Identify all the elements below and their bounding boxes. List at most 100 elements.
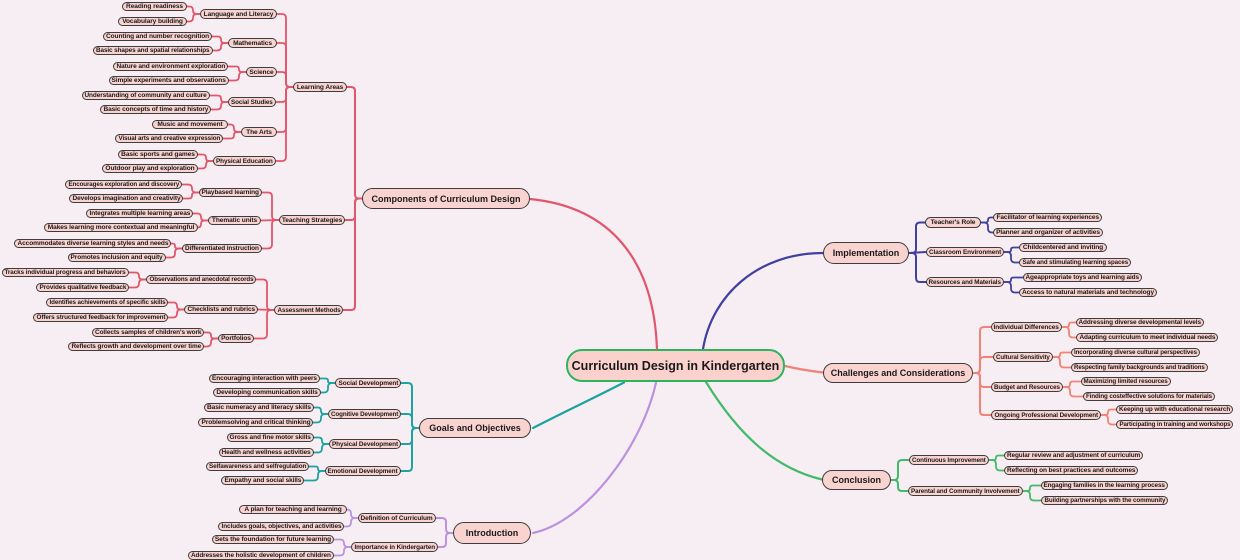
- node-finding-costeffective-solutions-for-materials[interactable]: Finding costeffective solutions for mate…: [1083, 392, 1215, 401]
- node-label: Cultural Sensitivity: [996, 353, 1050, 361]
- node-keeping-up-with-educational-research[interactable]: Keeping up with educational research: [1116, 405, 1233, 414]
- node-emotional-development[interactable]: Emotional Development: [325, 466, 401, 476]
- node-nature-and-environment-exploration[interactable]: Nature and environment exploration: [113, 62, 228, 71]
- node-challenges-and-considerations[interactable]: Challenges and Considerations: [823, 363, 973, 383]
- node-maximizing-limited-resources[interactable]: Maximizing limited resources: [1081, 377, 1171, 386]
- node-resources-and-materials[interactable]: Resources and Materials: [926, 277, 1004, 287]
- node-ongoing-professional-development[interactable]: Ongoing Professional Development: [991, 410, 1101, 420]
- node-childcentered-and-inviting[interactable]: Childcentered and inviting: [1019, 243, 1107, 252]
- node-budget-and-resources[interactable]: Budget and Resources: [991, 382, 1063, 392]
- node-provides-qualitative-feedback[interactable]: Provides qualitative feedback: [36, 283, 129, 292]
- node-reflects-growth-and-development-over-time[interactable]: Reflects growth and development over tim…: [68, 342, 204, 351]
- node-music-and-movement[interactable]: Music and movement: [152, 120, 228, 129]
- node-planner-and-organizer-of-activities[interactable]: Planner and organizer of activities: [993, 228, 1103, 237]
- node-accommodates-diverse-learning-styles-and-needs[interactable]: Accommodates diverse learning styles and…: [14, 239, 171, 248]
- node-regular-review-and-adjustment-of-curriculum[interactable]: Regular review and adjustment of curricu…: [1004, 451, 1143, 460]
- node-develops-imagination-and-creativity[interactable]: Develops imagination and creativity: [69, 194, 183, 203]
- node-cognitive-development[interactable]: Cognitive Development: [328, 409, 401, 419]
- connector: [313, 406, 329, 415]
- node-goals-and-objectives[interactable]: Goals and Objectives: [419, 418, 531, 438]
- node-playbased-learning[interactable]: Playbased learning: [199, 188, 262, 197]
- node-the-arts[interactable]: The Arts: [241, 127, 277, 137]
- node-individual-differences[interactable]: Individual Differences: [991, 322, 1062, 332]
- node-counting-and-number-recognition[interactable]: Counting and number recognition: [103, 32, 212, 41]
- node-building-partnerships-with-the-community[interactable]: Building partnerships with the community: [1041, 496, 1168, 505]
- node-safe-and-stimulating-learning-spaces[interactable]: Safe and stimulating learning spaces: [1019, 258, 1131, 267]
- node-incorporating-diverse-cultural-perspectives[interactable]: Incorporating diverse cultural perspecti…: [1071, 348, 1200, 357]
- node-basic-shapes-and-spatial-relationships[interactable]: Basic shapes and spatial relationships: [93, 46, 213, 55]
- node-social-studies[interactable]: Social Studies: [228, 97, 276, 107]
- node-basic-sports-and-games[interactable]: Basic sports and games: [118, 150, 198, 159]
- node-teacher-s-role[interactable]: Teacher's Role: [925, 217, 981, 228]
- node-label: A plan for teaching and learning: [244, 506, 342, 513]
- node-respecting-family-backgrounds-and-traditions[interactable]: Respecting family backgrounds and tradit…: [1071, 363, 1208, 372]
- node-implementation[interactable]: Implementation: [823, 242, 909, 264]
- node-simple-experiments-and-observations[interactable]: Simple experiments and observations: [109, 76, 229, 85]
- node-components-of-curriculum-design[interactable]: Components of Curriculum Design: [362, 188, 530, 209]
- node-basic-concepts-of-time-and-history[interactable]: Basic concepts of time and history: [100, 105, 211, 114]
- node-ageappropriate-toys-and-learning-aids[interactable]: Ageappropriate toys and learning aids: [1023, 273, 1142, 282]
- node-differentiated-instruction[interactable]: Differentiated instruction: [182, 244, 262, 253]
- node-sets-the-foundation-for-future-learning[interactable]: Sets the foundation for future learning: [212, 535, 334, 544]
- node-encourages-exploration-and-discovery[interactable]: Encourages exploration and discovery: [65, 180, 182, 189]
- node-access-to-natural-materials-and-technology[interactable]: Access to natural materials and technolo…: [1019, 288, 1157, 297]
- node-offers-structured-feedback-for-improvement[interactable]: Offers structured feedback for improveme…: [33, 313, 168, 322]
- node-makes-learning-more-contextual-and-meaningful[interactable]: Makes learning more contextual and meani…: [44, 223, 198, 232]
- node-checklists-and-rubrics[interactable]: Checklists and rubrics: [184, 305, 258, 314]
- node-introduction[interactable]: Introduction: [453, 522, 531, 544]
- node-health-and-wellness-activities[interactable]: Health and wellness activities: [219, 448, 314, 457]
- node-encouraging-interaction-with-peers[interactable]: Encouraging interaction with peers: [209, 374, 320, 383]
- node-adapting-curriculum-to-meet-individual-needs[interactable]: Adapting curriculum to meet individual n…: [1076, 333, 1218, 342]
- node-selfawareness-and-selfregulation[interactable]: Selfawareness and selfregulation: [206, 462, 309, 471]
- node-vocabulary-building[interactable]: Vocabulary building: [118, 17, 187, 26]
- node-thematic-units[interactable]: Thematic units: [208, 216, 261, 225]
- node-conclusion[interactable]: Conclusion: [822, 470, 891, 490]
- connector: [528, 197, 659, 351]
- node-integrates-multiple-learning-areas[interactable]: Integrates multiple learning areas: [86, 209, 193, 218]
- node-promotes-inclusion-and-equity[interactable]: Promotes inclusion and equity: [68, 253, 166, 262]
- node-problemsolving-and-critical-thinking[interactable]: Problemsolving and critical thinking: [198, 418, 313, 427]
- node-reading-readiness[interactable]: Reading readiness: [122, 2, 187, 11]
- node-label: Adapting curriculum to meet individual n…: [1079, 334, 1215, 341]
- node-learning-areas[interactable]: Learning Areas: [293, 82, 347, 92]
- node-outdoor-play-and-exploration[interactable]: Outdoor play and exploration: [102, 164, 198, 173]
- node-participating-in-training-and-workshops[interactable]: Participating in training and workshops: [1116, 420, 1233, 429]
- node-social-development[interactable]: Social Development: [335, 378, 401, 388]
- node-parental-and-community-involvement[interactable]: Parental and Community Involvement: [908, 486, 1023, 496]
- node-physical-development[interactable]: Physical Development: [329, 439, 401, 449]
- node-gross-and-fine-motor-skills[interactable]: Gross and fine motor skills: [227, 433, 314, 442]
- node-a-plan-for-teaching-and-learning[interactable]: A plan for teaching and learning: [239, 505, 347, 514]
- node-facilitator-of-learning-experiences[interactable]: Facilitator of learning experiences: [993, 213, 1102, 222]
- node-assessment-methods[interactable]: Assessment Methods: [274, 305, 343, 315]
- node-addressing-diverse-developmental-levels[interactable]: Addressing diverse developmental levels: [1076, 318, 1204, 327]
- node-portfolios[interactable]: Portfolios: [218, 334, 254, 343]
- node-observations-and-anecdotal-records[interactable]: Observations and anecdotal records: [146, 275, 256, 284]
- node-mathematics[interactable]: Mathematics: [228, 38, 277, 48]
- node-cultural-sensitivity[interactable]: Cultural Sensitivity: [993, 352, 1053, 362]
- node-continuous-improvement[interactable]: Continuous Improvement: [909, 455, 989, 465]
- node-engaging-families-in-the-learning-process[interactable]: Engaging families in the learning proces…: [1041, 481, 1168, 490]
- node-basic-numeracy-and-literacy-skills[interactable]: Basic numeracy and literacy skills: [204, 403, 314, 412]
- node-tracks-individual-progress-and-behaviors[interactable]: Tracks individual progress and behaviors: [2, 268, 129, 277]
- node-addresses-the-holistic-development-of-children[interactable]: Addresses the holistic development of ch…: [188, 551, 334, 560]
- node-importance-in-kindergarten[interactable]: Importance in Kindergarten: [351, 542, 438, 552]
- node-collects-samples-of-children-s-work[interactable]: Collects samples of children's work: [92, 328, 204, 337]
- node-language-and-literacy[interactable]: Language and Literacy: [200, 9, 277, 19]
- node-classroom-environment[interactable]: Classroom Environment: [926, 247, 1004, 257]
- node-reflecting-on-best-practices-and-outcomes[interactable]: Reflecting on best practices and outcome…: [1004, 466, 1138, 475]
- node-label: Teacher's Role: [930, 219, 976, 226]
- node-definition-of-curriculum[interactable]: Definition of Curriculum: [358, 513, 436, 523]
- node-empathy-and-social-skills[interactable]: Empathy and social skills: [221, 476, 304, 485]
- node-label: Counting and number recognition: [105, 33, 210, 40]
- node-teaching-strategies[interactable]: Teaching Strategies: [279, 215, 345, 225]
- node-developing-communication-skills[interactable]: Developing communication skills: [213, 388, 321, 397]
- node-includes-goals-objectives-and-activities[interactable]: Includes goals, objectives, and activiti…: [218, 522, 344, 531]
- node-physical-education[interactable]: Physical Education: [213, 156, 276, 166]
- node-visual-arts-and-creative-expression[interactable]: Visual arts and creative expression: [115, 134, 223, 143]
- node-identifies-achievements-of-specific-skills[interactable]: Identifies achievements of specific skil…: [46, 298, 168, 307]
- connector: [342, 197, 363, 311]
- node-science[interactable]: Science: [246, 67, 277, 77]
- root-node[interactable]: Curriculum Design in Kindergarten: [566, 349, 785, 382]
- connector: [210, 101, 229, 111]
- node-understanding-of-community-and-culture[interactable]: Understanding of community and culture: [82, 91, 210, 100]
